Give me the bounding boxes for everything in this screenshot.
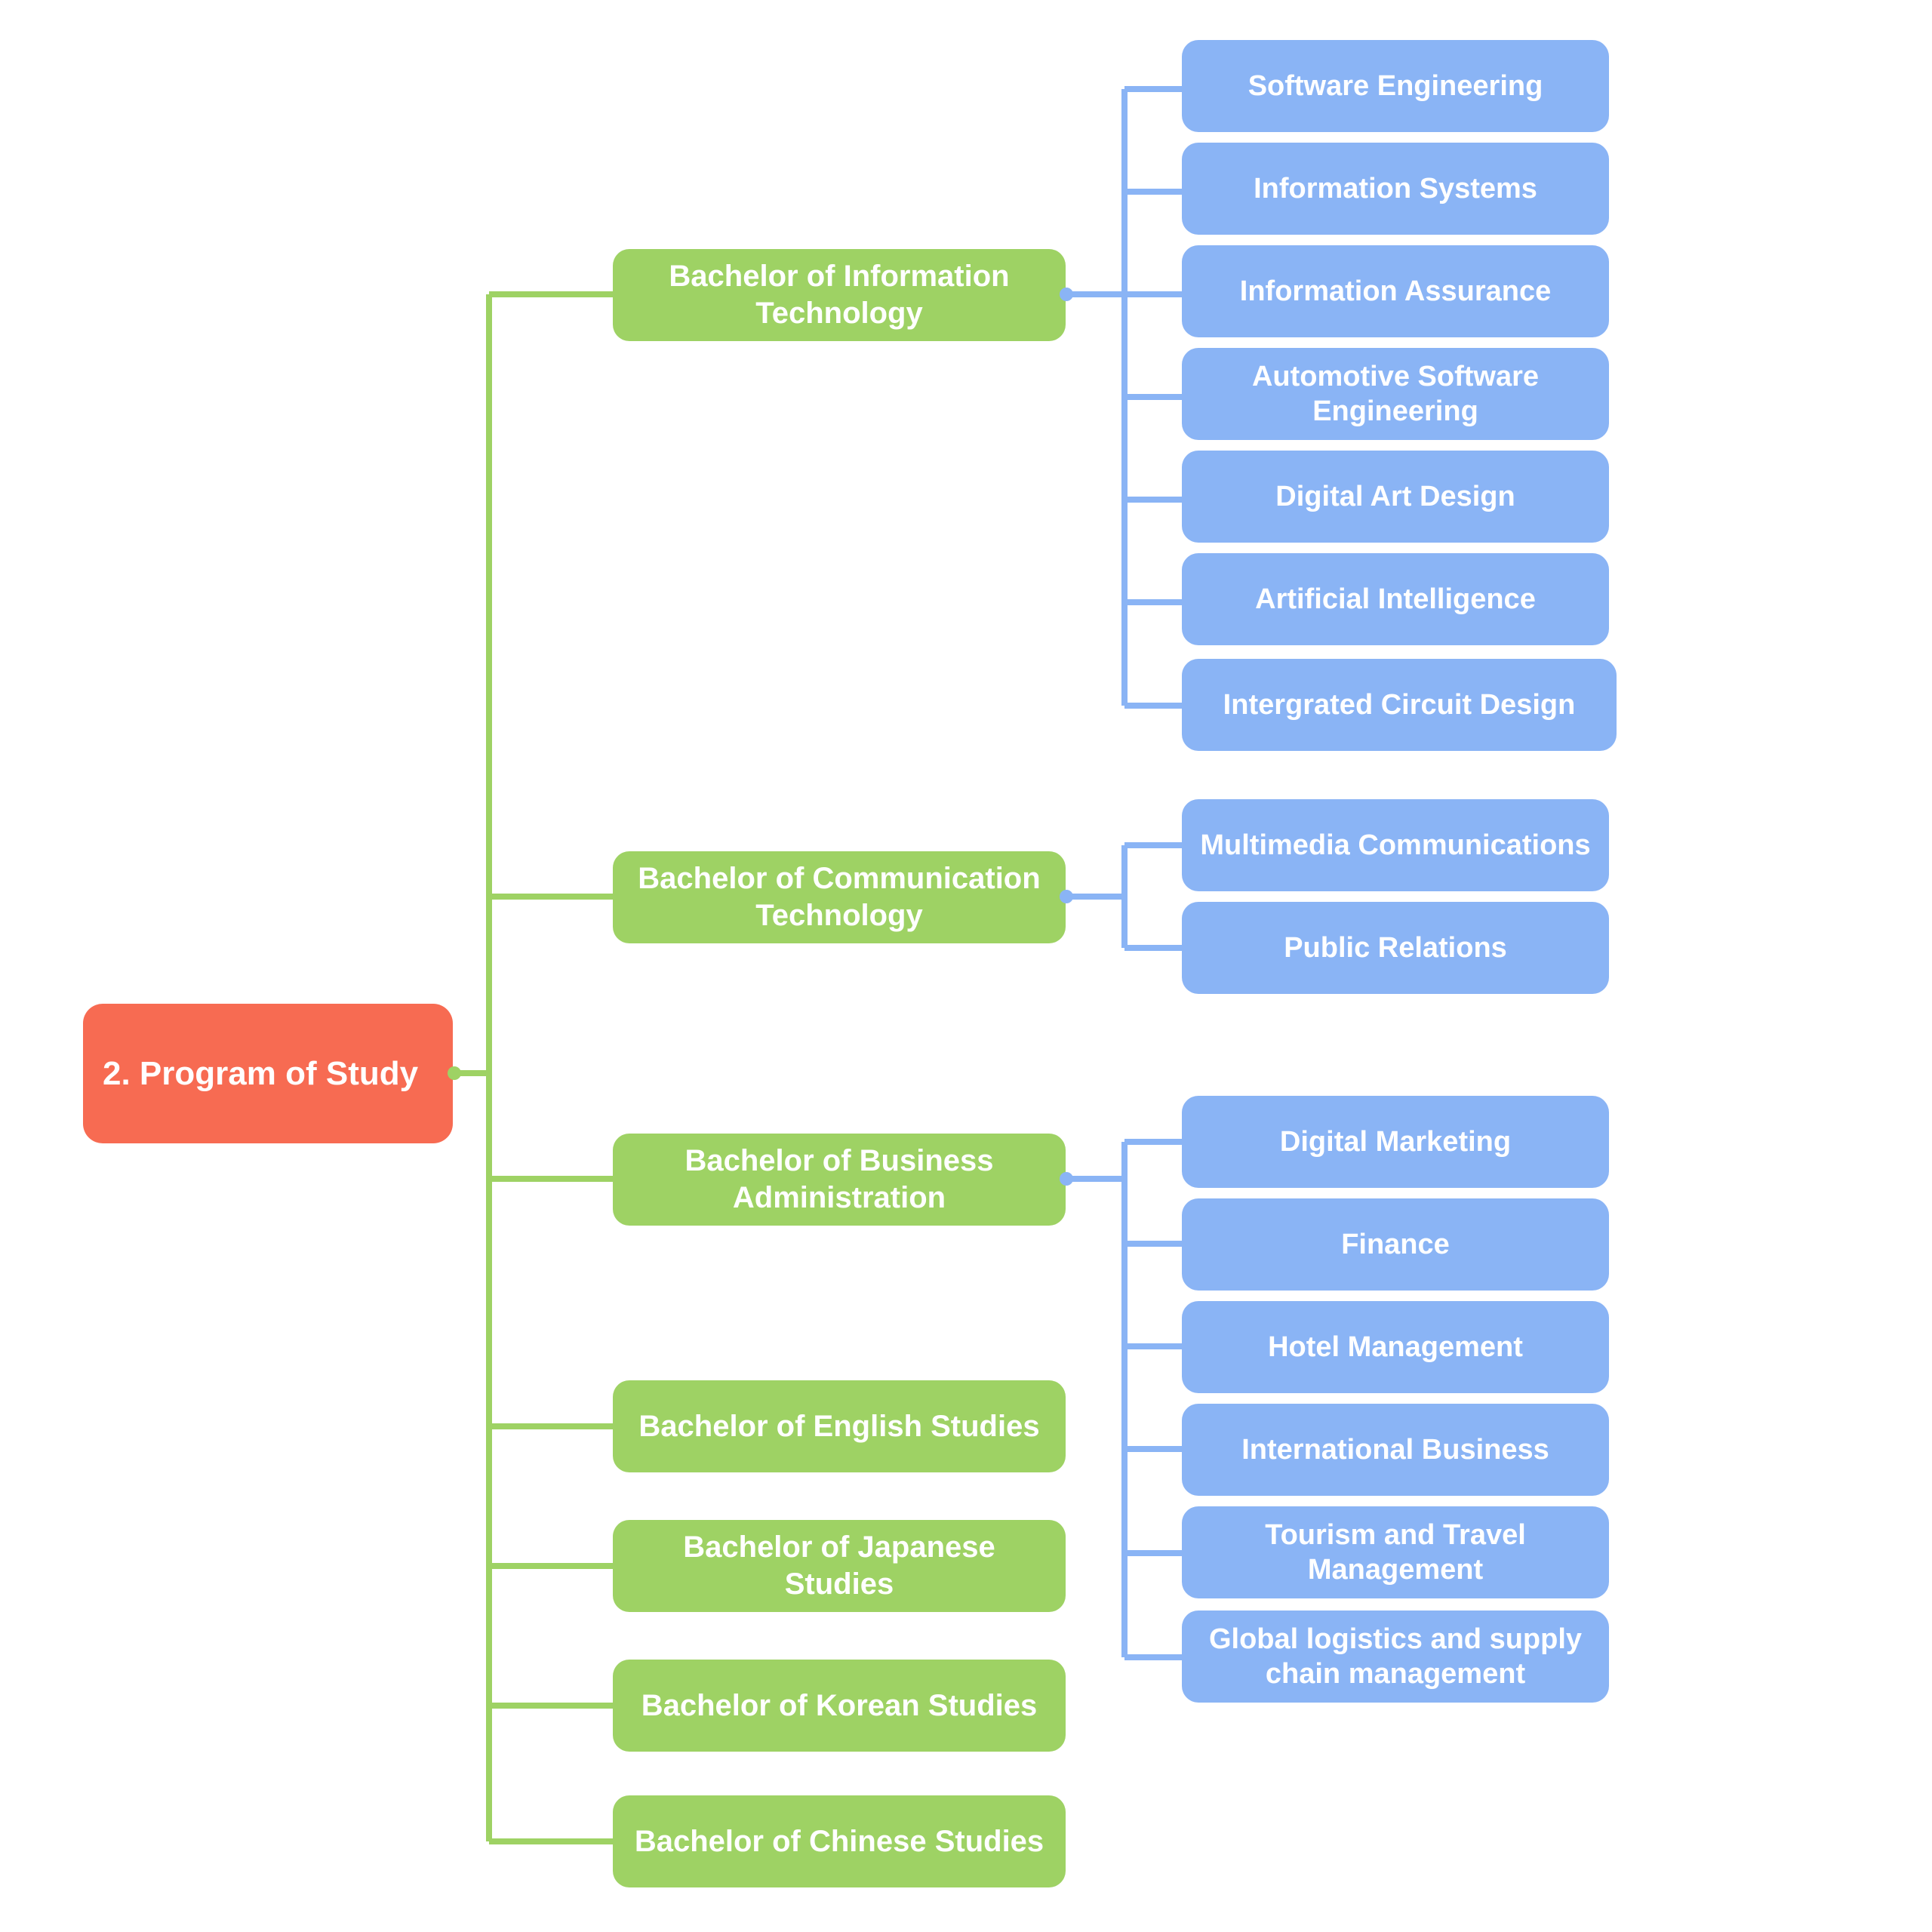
leaf-node-label: Software Engineering <box>1247 69 1543 102</box>
leaf-node-label: Multimedia Communications <box>1200 829 1591 861</box>
leaf-node-public-relations[interactable]: Public Relations <box>1182 902 1609 994</box>
leaf-node-label: Information Assurance <box>1239 275 1552 307</box>
leaf-node-tourism-and-travel-management[interactable]: Tourism and Travel Management <box>1182 1506 1609 1598</box>
branch-node-bachelor-of-japanese-studies[interactable]: Bachelor of Japanese Studies <box>613 1520 1066 1612</box>
bit-out-nub <box>1060 288 1073 301</box>
leaf-node-global-logistics-and-supply-chain-management[interactable]: Global logistics and supply chain manage… <box>1182 1611 1609 1703</box>
branch-node-bachelor-of-communication-technology[interactable]: Bachelor of Communication Technology <box>613 851 1066 943</box>
bba-out-nub <box>1060 1172 1073 1186</box>
leaf-node-finance[interactable]: Finance <box>1182 1198 1609 1291</box>
leaf-node-information-assurance[interactable]: Information Assurance <box>1182 245 1609 337</box>
bct-out-nub <box>1060 890 1073 903</box>
leaf-node-hotel-management[interactable]: Hotel Management <box>1182 1301 1609 1393</box>
leaf-node-international-business[interactable]: International Business <box>1182 1404 1609 1496</box>
branch-node-label: Bachelor of Business Administration <box>685 1144 994 1214</box>
leaf-node-label: Tourism and Travel Management <box>1265 1518 1526 1586</box>
root-connector-nub <box>448 1066 461 1080</box>
branch-node-bachelor-of-chinese-studies[interactable]: Bachelor of Chinese Studies <box>613 1795 1066 1887</box>
leaf-node-label: International Business <box>1241 1433 1549 1466</box>
leaf-node-label: Global logistics and supply chain manage… <box>1208 1623 1583 1690</box>
leaf-node-label: Digital Art Design <box>1275 480 1515 512</box>
leaf-node-multimedia-communications[interactable]: Multimedia Communications <box>1182 799 1609 891</box>
branch-node-label: Bachelor of English Studies <box>638 1409 1040 1443</box>
branch-node-label: Bachelor of Information Technology <box>669 260 1010 330</box>
leaf-node-artificial-intelligence[interactable]: Artificial Intelligence <box>1182 553 1609 645</box>
branch-node-bachelor-of-business-administration[interactable]: Bachelor of Business Administration <box>613 1134 1066 1226</box>
leaf-node-software-engineering[interactable]: Software Engineering <box>1182 40 1609 132</box>
leaf-node-digital-marketing[interactable]: Digital Marketing <box>1182 1096 1609 1188</box>
branch-node-bachelor-of-english-studies[interactable]: Bachelor of English Studies <box>613 1380 1066 1472</box>
leaf-node-label: Hotel Management <box>1268 1331 1523 1363</box>
branch-node-label: Bachelor of Korean Studies <box>641 1688 1038 1722</box>
leaf-node-digital-art-design[interactable]: Digital Art Design <box>1182 451 1609 543</box>
leaf-node-intergrated-circuit-design[interactable]: Intergrated Circuit Design <box>1182 659 1617 751</box>
branch-node-label: Bachelor of Communication Technology <box>638 862 1041 932</box>
branch-node-label: Bachelor of Chinese Studies <box>634 1824 1044 1858</box>
leaf-node-label: Digital Marketing <box>1279 1125 1512 1158</box>
branch-node-label: Bachelor of Japanese Studies <box>683 1531 995 1601</box>
leaf-node-label: Intergrated Circuit Design <box>1223 688 1576 721</box>
leaf-node-label: Public Relations <box>1284 931 1507 964</box>
branch-node-bachelor-of-korean-studies[interactable]: Bachelor of Korean Studies <box>613 1660 1066 1752</box>
leaf-node-label: Finance <box>1341 1228 1450 1260</box>
root-node-program-of-study[interactable]: 2. Program of Study <box>83 1004 453 1143</box>
leaf-node-automotive-software-engineering[interactable]: Automotive Software Engineering <box>1182 348 1609 440</box>
leaf-node-label: Automotive Software Engineering <box>1251 360 1540 427</box>
leaf-node-information-systems[interactable]: Information Systems <box>1182 143 1609 235</box>
branch-node-bachelor-of-information-technology[interactable]: Bachelor of Information Technology <box>613 249 1066 341</box>
root-node-label: 2. Program of Study <box>103 1054 419 1092</box>
leaf-node-label: Information Systems <box>1254 172 1537 205</box>
leaf-node-label: Artificial Intelligence <box>1255 583 1536 615</box>
